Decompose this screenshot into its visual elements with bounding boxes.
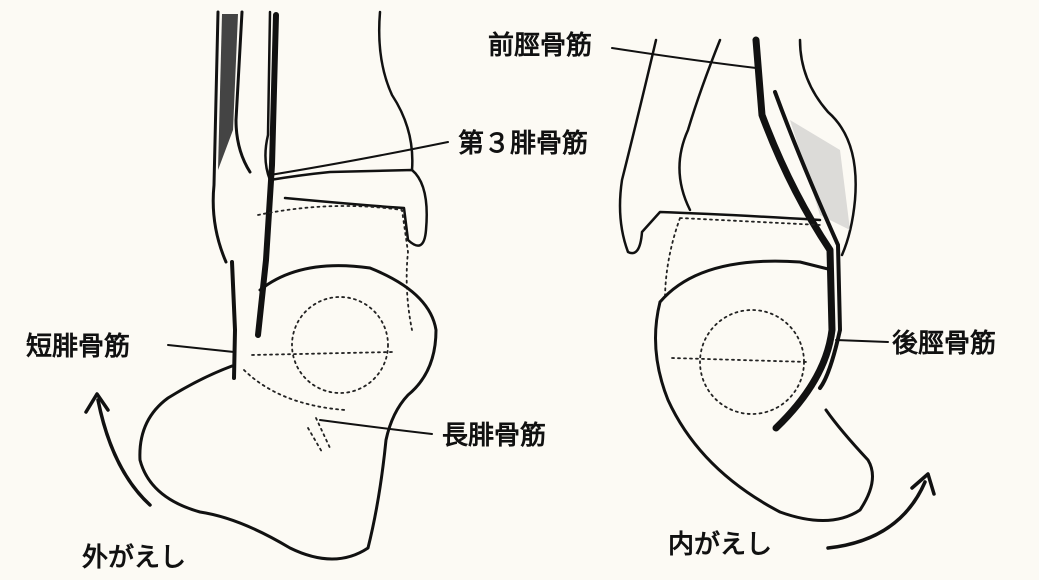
leader-long-peroneus bbox=[320, 420, 432, 434]
leader-anterior-tibialis bbox=[612, 48, 756, 68]
label-posterior-tibialis: 後脛骨筋 bbox=[892, 328, 996, 359]
label-anterior-tibialis: 前脛骨筋 bbox=[488, 30, 592, 61]
leader-short-peroneus bbox=[168, 345, 234, 352]
leader-posterior-tibialis bbox=[836, 340, 888, 342]
label-eversion: 外がえし bbox=[82, 542, 186, 573]
right-ankle-view bbox=[620, 40, 934, 548]
right-posterior-tibialis-tendon bbox=[756, 40, 832, 428]
right-inversion-arrow bbox=[828, 482, 925, 548]
right-tibia bbox=[620, 40, 820, 253]
label-inversion: 内がえし bbox=[668, 529, 772, 560]
label-short-peroneus: 短腓骨筋 bbox=[26, 331, 130, 362]
left-talus-outline bbox=[258, 206, 412, 330]
left-fibula bbox=[213, 12, 250, 262]
left-eversion-arrow bbox=[98, 400, 150, 505]
left-ankle-view bbox=[86, 12, 436, 559]
left-joint-circle bbox=[292, 297, 388, 393]
left-calcaneus bbox=[140, 266, 436, 559]
label-long-peroneus: 長腓骨筋 bbox=[442, 420, 546, 451]
label-third-peroneus: 第３腓骨筋 bbox=[458, 128, 588, 159]
right-talus-outline bbox=[665, 218, 820, 300]
